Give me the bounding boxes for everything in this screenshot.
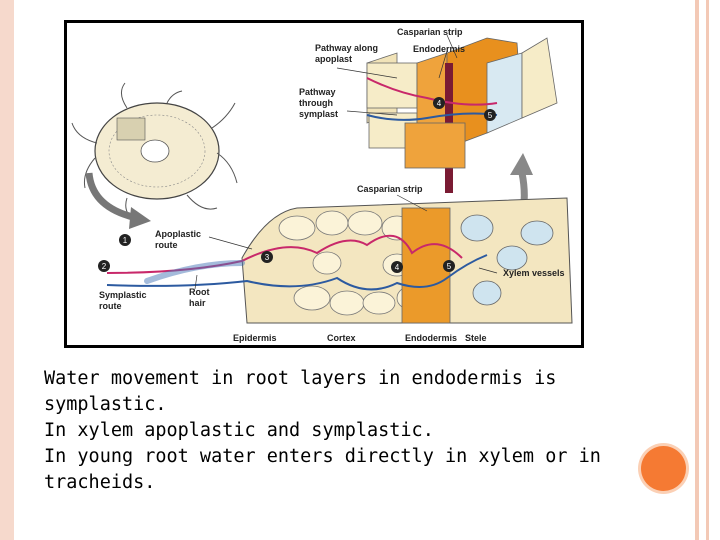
label-pathway-apoplast-1: Pathway along [315, 43, 378, 53]
label-root-hair-2: hair [189, 298, 206, 308]
label-pathway-symplast-2: through [299, 98, 333, 108]
label-apoplastic-route-2: route [155, 240, 178, 250]
label-xylem-vessels: Xylem vessels [503, 268, 565, 278]
label-symplastic-route-1: Symplastic [99, 290, 147, 300]
diagram-svg: 4 5 1 2 3 4 5 Casparian strip Endodermis… [71, 27, 573, 343]
root-water-pathway-diagram: 4 5 1 2 3 4 5 Casparian strip Endodermis… [64, 20, 584, 348]
label-endodermis-top: Endodermis [413, 44, 465, 54]
marker-4-bottom: 4 [395, 263, 400, 272]
curved-arrow-left [85, 172, 138, 222]
step-markers: 4 5 1 2 3 4 5 [98, 97, 496, 273]
caption-line-5: tracheids. [44, 472, 156, 493]
label-stele: Stele [465, 333, 487, 343]
label-endodermis-bottom: Endodermis [405, 333, 457, 343]
root-tissue-layers [106, 197, 573, 324]
root-cross-section [71, 82, 238, 224]
caption-line-3: In xylem apoplastic and symplastic. [44, 420, 434, 441]
marker-2: 2 [102, 262, 107, 271]
endodermis-3d-block [366, 37, 558, 193]
marker-4-top: 4 [437, 99, 442, 108]
label-cortex: Cortex [327, 333, 356, 343]
label-pathway-symplast-1: Pathway [299, 87, 336, 97]
caption-line-4: In young root water enters directly in x… [44, 446, 601, 467]
decorative-orange-circle [641, 446, 686, 491]
marker-1: 1 [123, 236, 128, 245]
marker-5-bottom: 5 [447, 262, 452, 271]
marker-5-top: 5 [488, 111, 493, 120]
label-root-hair-1: Root [189, 287, 210, 297]
slide-right-border [695, 0, 699, 540]
label-epidermis: Epidermis [233, 333, 277, 343]
slide-right-border-inner [706, 0, 709, 540]
label-casparian-strip-top: Casparian strip [397, 27, 463, 37]
marker-3: 3 [265, 253, 270, 262]
label-pathway-apoplast-2: apoplast [315, 54, 352, 64]
slide-left-border [0, 0, 14, 540]
caption-line-2: symplastic. [44, 394, 167, 415]
slide-caption: Water movement in root layers in endoder… [44, 366, 644, 496]
label-casparian-strip-mid: Casparian strip [357, 184, 423, 194]
label-symplastic-route-2: route [99, 301, 122, 311]
caption-line-1: Water movement in root layers in endoder… [44, 368, 557, 389]
label-apoplastic-route-1: Apoplastic [155, 229, 201, 239]
label-pathway-symplast-3: symplast [299, 109, 338, 119]
